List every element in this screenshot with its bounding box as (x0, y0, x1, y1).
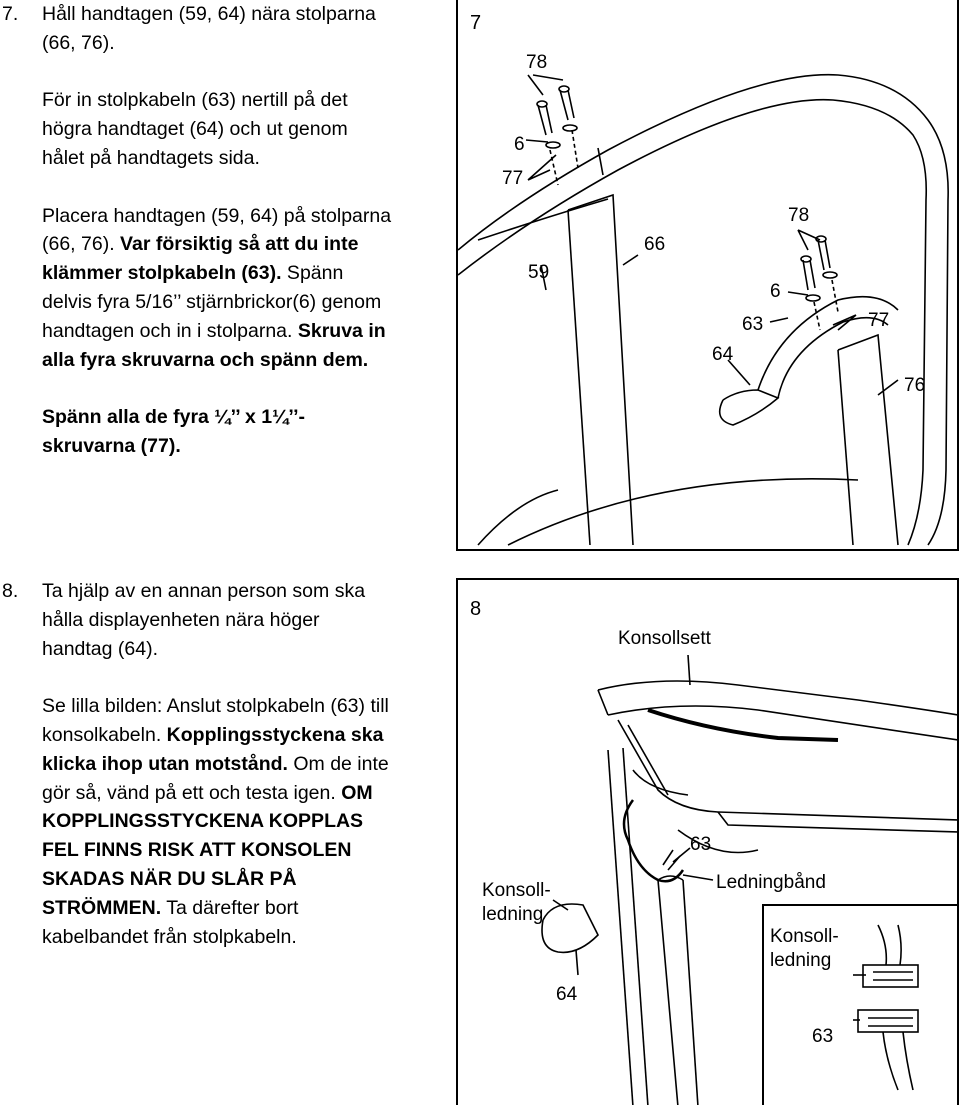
part-label-6: 6 (770, 281, 781, 302)
text-run: (66, 76). (42, 233, 121, 256)
part-label-78: 78 (788, 205, 810, 226)
step-7-number: 7. (2, 3, 19, 25)
konsollsett-label: Konsollsett (618, 628, 711, 649)
bold-run: Var försiktig så att du inte (120, 233, 359, 256)
step-7-line: handtagen och in i stolparna. Skruva in (42, 317, 442, 346)
figure-8: 8 Konsollsett Konsoll- ledning 64 63 Led… (456, 578, 959, 1105)
part-label-77: 77 (502, 168, 524, 189)
figure-7-drawing (458, 73, 949, 546)
step-8-line: kabelbandet från stolpkabeln. (42, 925, 297, 948)
konsoll-ledning-label-line1: Konsoll- (482, 880, 551, 901)
bold-run: Kopplingsstyckena ska (166, 723, 384, 746)
konsoll-ledning-label-line2: ledning (482, 904, 544, 925)
step-7-line: hålet på handtagets sida. (42, 146, 260, 169)
bold-run: klicka ihop utan motstånd. (42, 752, 288, 775)
bold-run: Skruva in (297, 319, 386, 342)
step-8-number: 8. (2, 580, 19, 602)
step-8-text: Ta hjälp av en annan person som ska håll… (42, 577, 442, 951)
bold-run: klämmer stolpkabeln (63). (42, 262, 282, 285)
step-8-line: handtag (64). (42, 637, 159, 660)
part-label-63: 63 (690, 834, 712, 855)
part-label-59: 59 (528, 262, 550, 283)
figure-8-drawing (541, 654, 957, 1105)
step-7-line: Håll handtagen (59, 64) nära stolparna (42, 3, 376, 25)
step-8-line: klicka ihop utan motstånd. Om de inte (42, 750, 442, 779)
text-run: Spänn (281, 262, 344, 285)
inset-konsoll-ledning-label-line2: ledning (770, 950, 832, 971)
part-label-78: 78 (526, 52, 548, 73)
part-label-64: 64 (712, 344, 734, 365)
figure-7: 7 78 6 77 59 66 78 6 63 77 64 76 (456, 0, 959, 551)
text-run: gör så, vänd på ett och testa igen. (42, 781, 342, 804)
inset-part-label-63: 63 (812, 1026, 834, 1047)
step-7-line: (66, 76). Var försiktig så att du inte (42, 230, 442, 259)
text-run: Om de inte (287, 752, 389, 775)
step-8-line: KOPPLINGSSTYCKENA KOPPLAS (42, 810, 364, 833)
step-7-line: klämmer stolpkabeln (63). Spänn (42, 259, 442, 288)
step-7-line: högra handtaget (64) och ut genom (42, 118, 348, 141)
step-7-line: Spänn alla de fyra ¼’’ x 1¼’’- (42, 406, 306, 429)
figure-8-number: 8 (470, 598, 482, 620)
step-8-line: Se lilla bilden: Anslut stolpkabeln (63)… (42, 695, 389, 718)
step-8-line: SKADAS NÄR DU SLÅR PÅ (42, 867, 297, 890)
text-run: konsolkabeln. (42, 723, 167, 746)
part-label-76: 76 (904, 375, 926, 396)
step-8-line: FEL FINNS RISK ATT KONSOLEN (42, 839, 352, 862)
part-label-64: 64 (556, 984, 578, 1005)
step-8-line: Ta hjälp av en annan person som ska (42, 580, 366, 602)
step-7-line: delvis fyra 5/16’’ stjärnbrickor(6) geno… (42, 290, 382, 313)
part-label-63: 63 (742, 314, 764, 335)
bold-run: STRÖMMEN. (42, 896, 162, 919)
text-run: handtagen och in i stolparna. (42, 319, 298, 342)
part-label-6: 6 (514, 134, 525, 155)
inset-konsoll-ledning-label-line1: Konsoll- (770, 926, 839, 947)
figure-7-number: 7 (470, 12, 482, 34)
text-run: Ta därefter bort (161, 896, 299, 919)
step-7-line: skruvarna (77). (42, 434, 181, 457)
ledningband-label: Ledningbånd (716, 872, 826, 893)
step-8-line: hålla displayenheten nära höger (42, 608, 320, 631)
part-label-66: 66 (644, 234, 666, 255)
step-7-line: alla fyra skruvarna och spänn dem. (42, 348, 369, 371)
part-label-77: 77 (868, 310, 890, 331)
step-7-line: För in stolpkabeln (63) nertill på det (42, 89, 348, 112)
bold-run: OM (341, 781, 373, 804)
step-8-line: konsolkabeln. Kopplingsstyckena ska (42, 721, 442, 750)
step-7-line: (66, 76). (42, 31, 115, 54)
step-7-line: Placera handtagen (59, 64) på stolparna (42, 204, 392, 227)
step-8-line: gör så, vänd på ett och testa igen. OM (42, 779, 442, 808)
step-8-line: STRÖMMEN. Ta därefter bort (42, 894, 442, 923)
step-7-text: Håll handtagen (59, 64) nära stolparna (… (42, 0, 442, 461)
